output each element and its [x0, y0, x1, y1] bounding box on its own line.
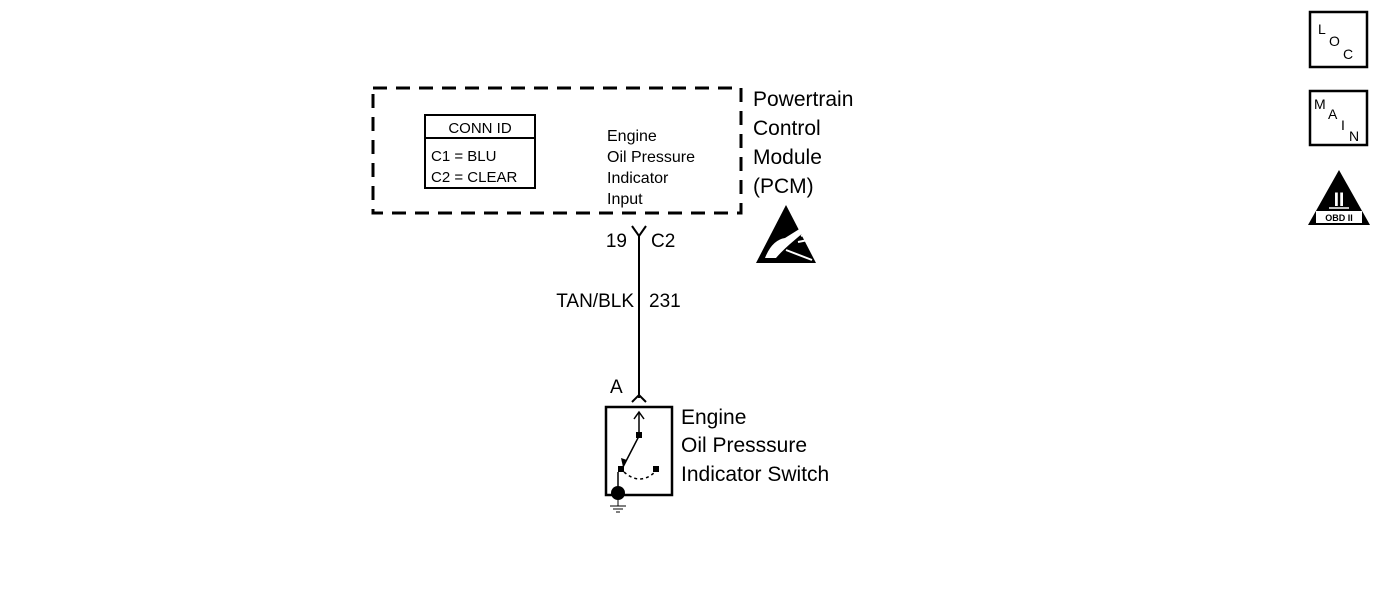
conn-id-row-1: C1 = BLU: [431, 148, 496, 165]
switch-name-line-1: Engine: [681, 406, 746, 429]
pcm-name-line-1: Powertrain: [753, 88, 853, 111]
switch-connector-terminal: [631, 393, 647, 403]
switch-name-line-3: Indicator Switch: [681, 463, 829, 486]
wire-color: TAN/BLK: [556, 291, 634, 312]
pcm-connector-terminal: [631, 225, 647, 238]
pcm-name-line-2: Control: [753, 117, 821, 140]
conn-id-row-2: C2 = CLEAR: [431, 169, 517, 186]
main-button[interactable]: M A I N: [1308, 89, 1369, 147]
conn-id-box: CONN ID C1 = BLU C2 = CLEAR: [424, 114, 536, 189]
main-button-char-4: N: [1349, 128, 1359, 144]
obd-numeral: II: [1334, 190, 1345, 211]
loc-button[interactable]: L O C: [1308, 10, 1369, 69]
pcm-connector-id: C2: [651, 231, 675, 252]
pcm-pin-number: 19: [606, 231, 627, 252]
input-label-line-3: Indicator: [607, 170, 669, 187]
pcm-name-line-4: (PCM): [753, 175, 814, 198]
loc-button-char-1: L: [1318, 21, 1326, 37]
loc-button-char-3: C: [1343, 46, 1353, 62]
input-label-line-1: Engine: [607, 128, 657, 145]
obd-ii-button[interactable]: II OBD II: [1308, 170, 1370, 225]
pcm-boundary: [371, 86, 743, 215]
ground-icon: [610, 500, 626, 513]
loc-button-char-2: O: [1329, 33, 1340, 49]
switch-name-line-2: Oil Presssure: [681, 434, 807, 457]
wire-circuit-number: 231: [649, 291, 681, 312]
input-label: Engine Oil Pressure Indicator Input: [607, 128, 695, 208]
main-button-char-3: I: [1341, 117, 1345, 133]
input-label-line-4: Input: [607, 191, 643, 208]
esd-warning-icon: [756, 205, 816, 263]
switch-name: Engine Oil Presssure Indicator Switch: [681, 406, 829, 486]
input-label-line-2: Oil Pressure: [607, 149, 695, 166]
obd-label: OBD II: [1325, 213, 1353, 223]
oil-pressure-switch: [604, 405, 674, 500]
switch-terminal-letter: A: [610, 377, 623, 398]
pcm-name: Powertrain Control Module (PCM): [753, 88, 853, 198]
main-button-char-1: M: [1314, 96, 1326, 112]
pcm-name-line-3: Module: [753, 146, 822, 169]
conn-id-title: CONN ID: [448, 120, 512, 137]
main-button-char-2: A: [1328, 106, 1338, 122]
